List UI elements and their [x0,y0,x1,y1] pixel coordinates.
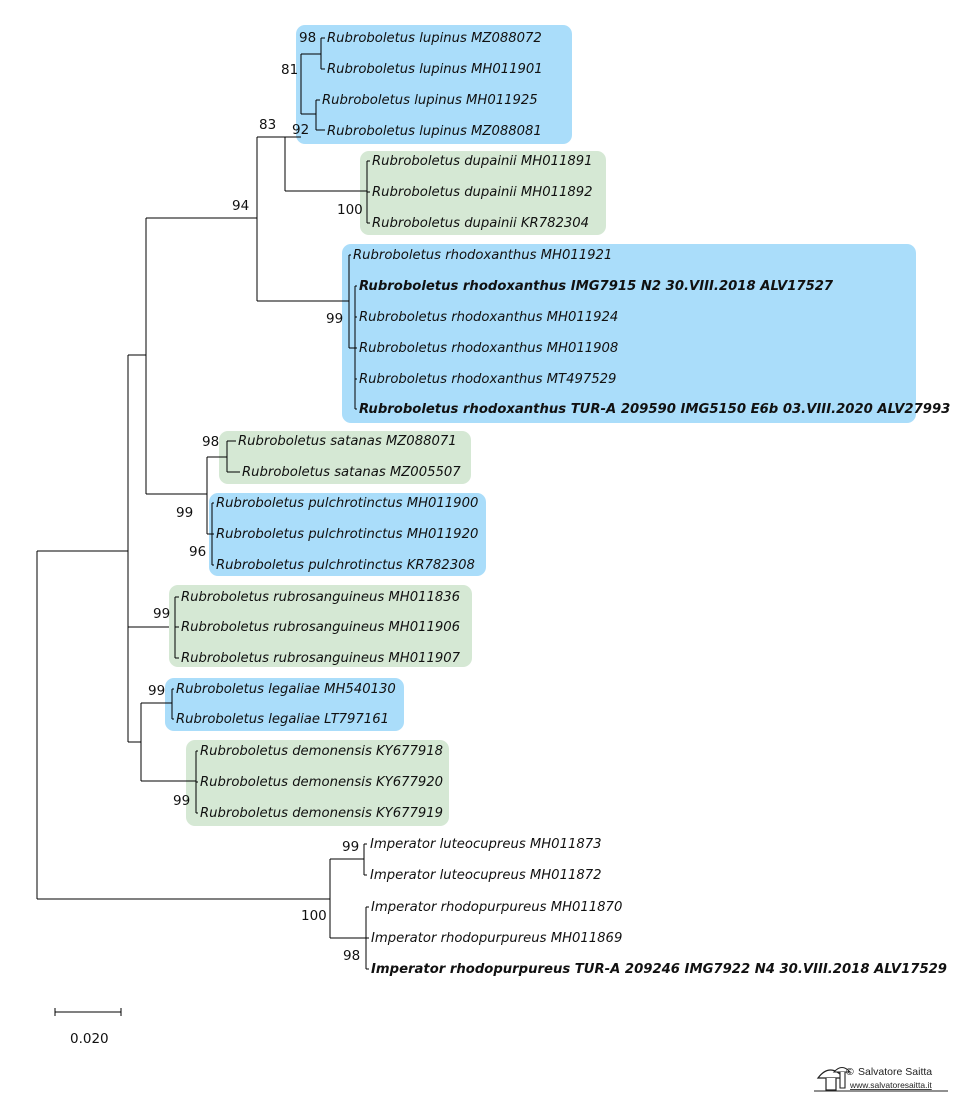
leaf-label: Imperator rhodopurpureus MH011869 [371,931,622,946]
branch-lupinus-b [315,99,325,131]
branch-rhodoxanthus [348,254,355,349]
clade-box-lupinus [296,25,572,144]
leaf-label: Rubroboletus rhodoxanthus IMG7915 N2 30.… [359,279,834,294]
leaf-label: Rubroboletus demonensis KY677918 [200,744,443,759]
leaf-label: Rubroboletus lupinus MH011901 [327,62,543,77]
support-value: 81 [281,62,298,78]
leaf-label: Rubroboletus satanas MZ005507 [242,465,461,480]
support-value: 100 [301,908,327,924]
leaf-label: Rubroboletus lupinus MH011925 [322,93,538,108]
leaf-label: Rubroboletus rhodoxanthus MH011908 [359,341,618,356]
branch-legaliae [171,688,174,720]
leaf-label: Rubroboletus dupainii MH011892 [372,185,593,200]
branch-lupinus-a [320,37,325,70]
branch-dupainii [366,160,370,224]
support-value: 98 [343,948,360,964]
scale-bar-line [54,1008,122,1016]
branch-root [36,550,330,900]
branch-node-83 [256,136,349,302]
support-value: 99 [342,839,359,855]
scale-bar: 0.020 [54,1008,122,1047]
leaf-label: Imperator rhodopurpureus TUR-A 209246 IM… [371,962,947,977]
leaf-label: Rubroboletus rhodoxanthus MH011924 [359,310,618,325]
branch-satanas-pulchrotinctus [206,456,227,535]
leaf-label: Rubroboletus rhodoxanthus TUR-A 209590 I… [359,402,950,417]
leaf-label: Imperator luteocupreus MH011873 [370,837,602,852]
leaf-label: Rubroboletus lupinus MZ088081 [327,124,542,139]
support-value: 100 [337,202,363,218]
leaf-label: Rubroboletus legaliae MH540130 [176,682,396,697]
leaf-label: Rubroboletus rubrosanguineus MH011836 [181,590,460,605]
support-value: 99 [173,793,190,809]
support-value: 99 [326,311,343,327]
leaf-label: Rubroboletus legaliae LT797161 [176,712,389,727]
support-value: 99 [148,683,165,699]
mushroom-logo-icon [814,1066,948,1092]
clade-box-demonensis [186,740,449,826]
leaf-label: Rubroboletus rhodoxanthus MH011921 [353,248,612,263]
leaf-label: Rubroboletus rubrosanguineus MH011906 [181,620,460,635]
branch-luteocupreus [363,843,367,876]
branch-legaliae-demonensis [140,702,196,782]
clade-box-pulchrotinctus [209,493,486,576]
support-values: 98 81 92 83 100 94 99 98 99 96 99 99 99 … [148,30,363,964]
leaf-label: Rubroboletus satanas MZ088071 [238,434,457,449]
leaf-label: Rubroboletus dupainii KR782304 [372,216,589,231]
branch-node-94 [145,217,257,495]
leaf-label: Rubroboletus dupainii MH011891 [372,154,593,169]
copyright-symbol: © [846,1066,854,1078]
branch-satanas [226,440,240,473]
branch-rhodoxanthus-inner [354,285,357,410]
leaf-labels: Rubroboletus lupinus MZ088072 Rubrobolet… [176,31,950,977]
clade-box-rubrosanguineus [169,585,472,667]
clade-box-dupainii [360,151,606,235]
leaf-label: Rubroboletus demonensis KY677919 [200,806,443,821]
support-value: 96 [189,544,206,560]
branch-rubroboletus [127,354,169,743]
support-value: 98 [202,434,219,450]
clade-box-legaliae [165,678,404,731]
leaf-label: Rubroboletus pulchrotinctus MH011920 [216,527,478,542]
scale-bar-label: 0.020 [70,1031,109,1047]
watermark: © Salvatore Saitta www.salvatoresaitta.i… [814,1066,948,1092]
leaf-label: Rubroboletus demonensis KY677920 [200,775,443,790]
leaf-label: Rubroboletus pulchrotinctus MH011900 [216,496,478,511]
branch-lupinus [300,53,321,115]
leaf-label: Rubroboletus rhodoxanthus MT497529 [359,372,616,387]
clade-box-satanas [219,431,471,484]
leaf-label: Imperator luteocupreus MH011872 [370,868,602,883]
leaf-label: Rubroboletus lupinus MZ088072 [327,31,542,46]
support-value: 92 [292,122,309,138]
support-value: 98 [299,30,316,46]
branch-rhodopurpureus [365,906,369,970]
branch-rubrosanguineus [174,596,179,659]
support-value: 99 [176,505,193,521]
support-value: 83 [259,117,276,133]
clade-box-rhodoxanthus [342,244,916,423]
support-value: 94 [232,198,249,214]
watermark-name: Salvatore Saitta [858,1066,932,1078]
branch-demonensis [195,750,198,814]
branch-pulchrotinctus [211,502,214,566]
leaf-label: Rubroboletus rubrosanguineus MH011907 [181,651,461,666]
tree-branches [36,37,370,970]
support-value: 99 [153,606,170,622]
leaf-label: Rubroboletus pulchrotinctus KR782308 [216,558,475,573]
branch-imperator [329,858,366,939]
branch-lupinus-dupainii [284,136,367,192]
leaf-label: Imperator rhodopurpureus MH011870 [371,900,622,915]
watermark-url: www.salvatoresaitta.it [849,1080,932,1090]
